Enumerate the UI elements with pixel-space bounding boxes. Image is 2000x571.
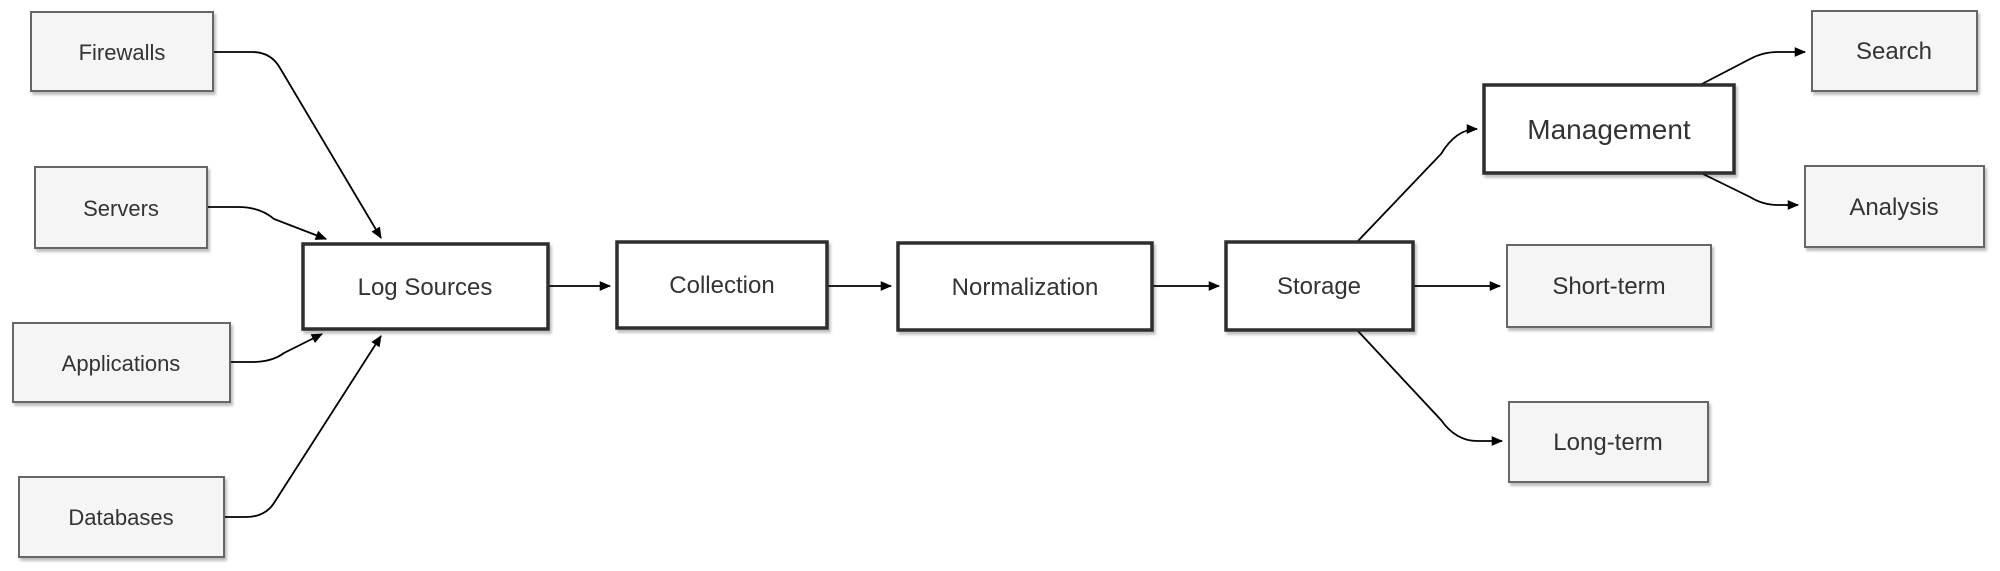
node-servers: Servers bbox=[34, 166, 208, 249]
node-long-term: Long-term bbox=[1508, 401, 1709, 483]
node-storage: Storage bbox=[1224, 240, 1415, 332]
edge-applications-to-log-sources bbox=[230, 333, 323, 363]
node-normalization: Normalization bbox=[896, 241, 1154, 332]
svg-text:Long-term: Long-term bbox=[1553, 429, 1662, 456]
svg-text:Log Sources: Log Sources bbox=[358, 274, 493, 301]
node-management: Management bbox=[1482, 83, 1736, 175]
edge-databases-to-log-sources bbox=[224, 335, 382, 518]
svg-text:Collection: Collection bbox=[669, 272, 774, 299]
svg-text:Applications: Applications bbox=[62, 351, 181, 376]
svg-text:Normalization: Normalization bbox=[952, 274, 1099, 301]
edge-servers-to-log-sources bbox=[207, 206, 328, 240]
edge-management-to-search bbox=[1699, 47, 1807, 86]
node-short-term: Short-term bbox=[1506, 244, 1712, 328]
node-log-sources: Log Sources bbox=[301, 242, 550, 331]
svg-text:Databases: Databases bbox=[68, 505, 173, 530]
edge-storage-to-long-term bbox=[1356, 329, 1504, 446]
svg-text:Short-term: Short-term bbox=[1552, 273, 1665, 300]
node-firewalls: Firewalls bbox=[30, 11, 214, 92]
node-search: Search bbox=[1811, 10, 1978, 92]
svg-text:Management: Management bbox=[1527, 114, 1691, 145]
svg-text:Analysis: Analysis bbox=[1849, 194, 1938, 221]
node-collection: Collection bbox=[615, 240, 829, 330]
edge-firewalls-to-log-sources bbox=[213, 51, 382, 239]
svg-text:Servers: Servers bbox=[83, 196, 159, 221]
node-analysis: Analysis bbox=[1804, 165, 1985, 248]
node-databases: Databases bbox=[18, 476, 225, 558]
svg-text:Storage: Storage bbox=[1277, 273, 1361, 300]
svg-text:Firewalls: Firewalls bbox=[79, 40, 166, 65]
edge-storage-to-management bbox=[1356, 124, 1479, 243]
node-applications: Applications bbox=[12, 322, 231, 403]
edge-layer bbox=[207, 47, 1807, 518]
edge-management-to-analysis bbox=[1700, 172, 1800, 210]
svg-text:Search: Search bbox=[1856, 38, 1932, 65]
